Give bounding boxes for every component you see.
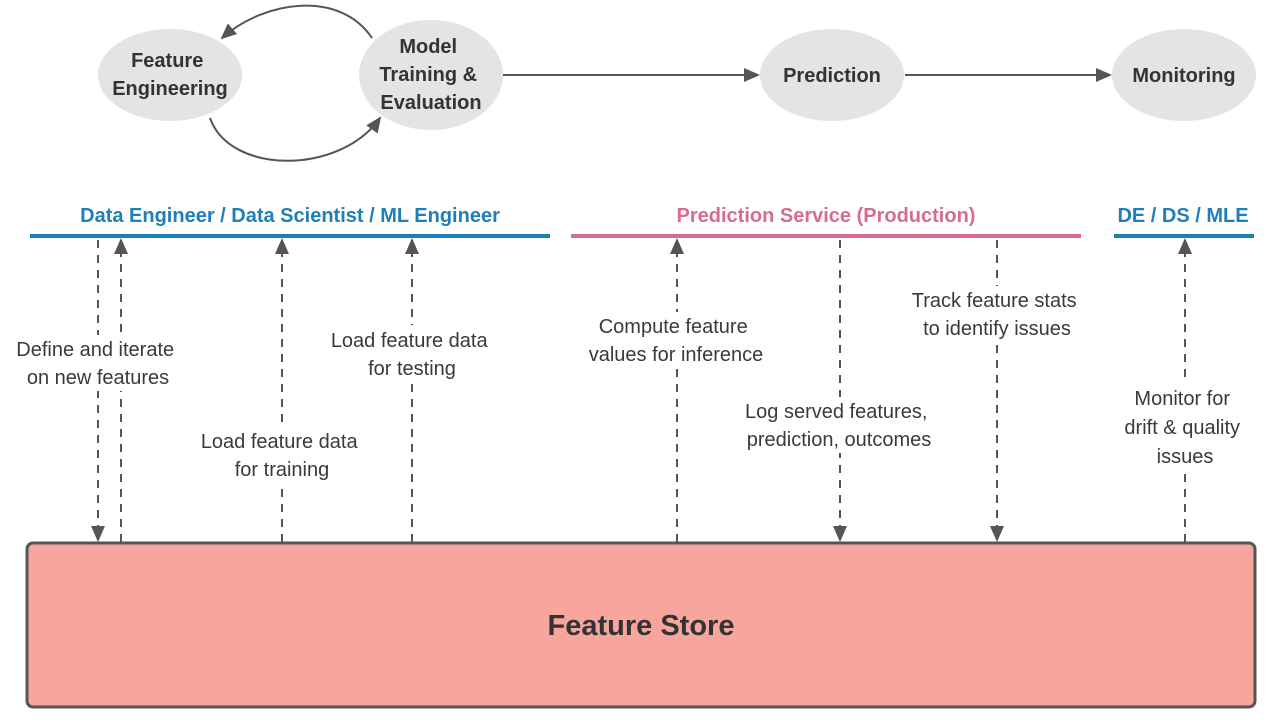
flow-load-training-label-line-2: for training bbox=[235, 459, 330, 481]
flow-log-served-label-line-2: prediction, outcomes bbox=[747, 429, 932, 451]
svg-text:Monitor for drift & qual: Monitor for drift & quality issues bbox=[1124, 388, 1245, 468]
svg-text:Compute feature values f: Compute feature values for inference bbox=[589, 316, 764, 366]
node-model-training: Model Training & Evaluation bbox=[359, 20, 503, 130]
cycle-arrow-to-model-training bbox=[209, 116, 382, 162]
flow-compute-inference-label-line-2: values for inference bbox=[589, 344, 764, 366]
node-feature-engineering: Feature Engineering bbox=[98, 29, 242, 121]
node-model-training-line-2: Training & bbox=[379, 64, 477, 86]
node-monitoring-label: Monitoring bbox=[1132, 65, 1235, 87]
flow-compute-inference-label-line-1: Compute feature bbox=[599, 316, 748, 338]
svg-text:Prediction: Prediction bbox=[783, 65, 881, 87]
roles: Data Engineer / Data Scientist / ML Engi… bbox=[30, 205, 1254, 238]
role-serving-label: Prediction Service (Production) bbox=[677, 205, 976, 227]
feature-store-box bbox=[25, 541, 1257, 709]
svg-text:Feature Engineering: Feature Engineering bbox=[112, 50, 228, 100]
node-prediction-label: Prediction bbox=[783, 65, 881, 87]
svg-text:Load feature data for te: Load feature data for testing bbox=[331, 330, 493, 380]
flow-log-served-label-line-1: Log served features, bbox=[745, 401, 927, 423]
node-prediction: Prediction bbox=[760, 29, 904, 121]
node-monitoring: Monitoring bbox=[1112, 29, 1256, 121]
svg-text:Log served features, pre: Log served features, prediction, outcome… bbox=[745, 401, 933, 451]
node-feature-engineering-line-2: Engineering bbox=[112, 78, 228, 100]
flow-track-stats-label-line-2: to identify issues bbox=[923, 318, 1071, 340]
flow-define-label-line-2: on new features bbox=[27, 367, 169, 389]
flows: Define and iterate on new features Load … bbox=[4, 238, 1256, 542]
feature-store: Feature Store bbox=[25, 541, 1257, 709]
pipeline: Feature Engineering Model Training & Eva… bbox=[98, 4, 1256, 162]
flow-load-testing-label-line-1: Load feature data bbox=[331, 330, 489, 352]
cycle-arrow-to-feature-engineering bbox=[220, 4, 373, 40]
flow-load-training-label-line-1: Load feature data bbox=[201, 431, 359, 453]
node-model-training-line-1: Model bbox=[399, 36, 457, 58]
flow-monitor-drift-label-line-1: Monitor for bbox=[1134, 388, 1230, 410]
svg-text:Load feature data for tr: Load feature data for training bbox=[201, 431, 363, 481]
role-builders-label: Data Engineer / Data Scientist / ML Engi… bbox=[80, 205, 500, 227]
svg-text:Monitoring: Monitoring bbox=[1132, 65, 1235, 87]
feature-store-label: Feature Store bbox=[548, 610, 735, 642]
node-model-training-line-3: Evaluation bbox=[380, 92, 481, 114]
svg-text:Model Training &: Model Training & Evaluation bbox=[379, 36, 482, 114]
svg-text:Track feature stats to i: Track feature stats to identify issues bbox=[912, 290, 1082, 340]
flow-track-stats-label-line-1: Track feature stats bbox=[912, 290, 1077, 312]
flow-monitor-drift-label-line-3: issues bbox=[1157, 446, 1214, 468]
svg-text:Define and iterate on ne: Define and iterate on new features bbox=[16, 339, 179, 389]
flow-define-label-line-1: Define and iterate bbox=[16, 339, 174, 361]
node-feature-engineering-line-1: Feature bbox=[131, 50, 203, 72]
flow-load-testing-label-line-2: for testing bbox=[368, 358, 456, 380]
flow-monitor-drift-label-line-2: drift & quality bbox=[1124, 417, 1240, 439]
role-monitors-label: DE / DS / MLE bbox=[1117, 205, 1248, 227]
